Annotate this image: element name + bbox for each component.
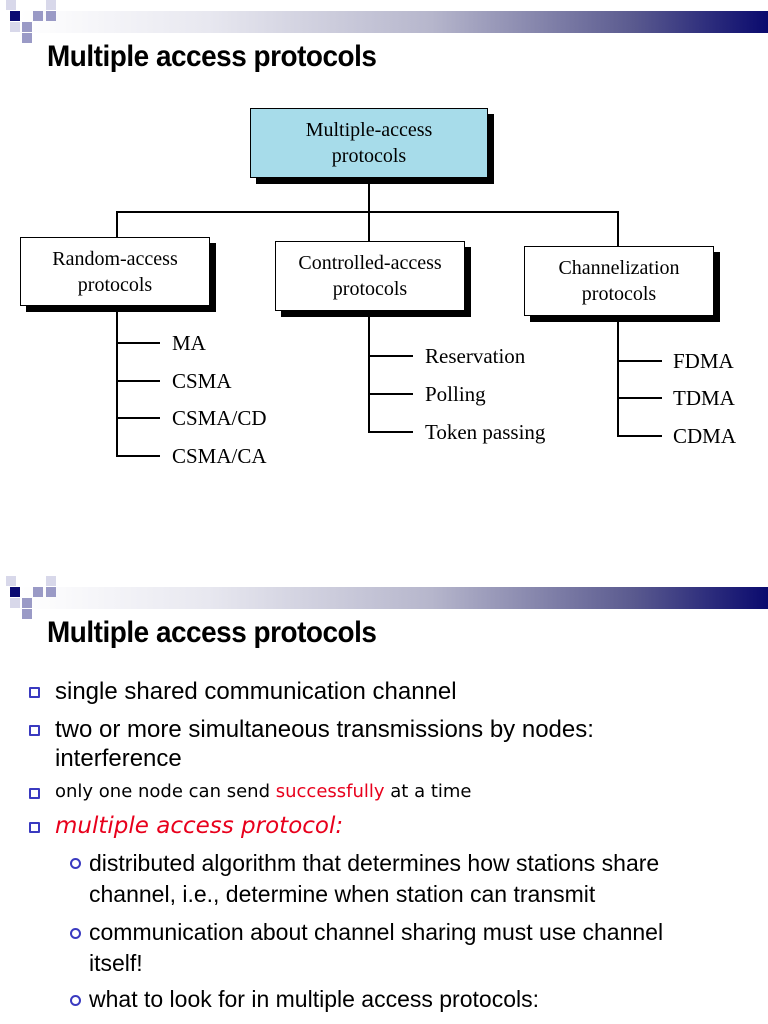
leaf-polling: Polling — [425, 382, 486, 406]
bullet-item: single shared communication channel — [55, 678, 457, 705]
leaf-csma: CSMA — [172, 369, 232, 393]
ring-bullet-icon — [70, 995, 81, 1006]
sub-bullet-line2: channel, i.e., determine when station ca… — [89, 881, 596, 907]
decor-square — [10, 587, 20, 597]
slide-2: Multiple access protocols single shared … — [0, 570, 768, 1024]
slide-title: Multiple access protocols — [47, 40, 377, 73]
node-line2: protocols — [77, 273, 153, 296]
node-line2: protocols — [332, 278, 408, 300]
decor-square — [46, 11, 56, 21]
connector — [368, 355, 413, 357]
decor-square — [10, 22, 20, 32]
bullet-item-line1: two or more simultaneous transmissions b… — [55, 716, 594, 743]
node-line1: Random-access — [52, 247, 178, 270]
random-access-node: Random-access protocols — [20, 237, 210, 306]
decor-square — [22, 22, 32, 32]
connector — [617, 211, 619, 246]
channelization-node: Channelization protocols — [524, 246, 714, 316]
decor-square — [46, 587, 56, 597]
leaf-csma-cd: CSMA/CD — [172, 406, 267, 430]
leaf-tdma: TDMA — [673, 386, 735, 410]
connector — [368, 211, 370, 241]
connector — [368, 316, 370, 433]
connector — [617, 321, 619, 437]
decor-square — [22, 609, 32, 619]
leaf-csma-ca: CSMA/CA — [172, 444, 267, 468]
slide-title: Multiple access protocols — [47, 616, 377, 649]
controlled-access-node: Controlled-access protocols — [275, 241, 465, 311]
decor-square — [33, 587, 43, 597]
leaf-token-passing: Token passing — [425, 420, 546, 444]
decor-square — [46, 576, 56, 586]
decor-square — [22, 33, 32, 43]
leaf-ma: MA — [172, 331, 206, 355]
leaf-fdma: FDMA — [673, 349, 734, 373]
text-segment: at a time — [384, 781, 472, 802]
decor-square — [10, 598, 20, 608]
decor-square — [33, 11, 43, 21]
highlight-successfully: successfully — [275, 781, 385, 802]
decor-square — [22, 598, 32, 608]
slide-1: Multiple access protocols Multiple-acces… — [0, 0, 768, 480]
connector — [116, 455, 160, 457]
root-node-line1: Multiple-access — [305, 119, 433, 141]
ring-bullet-icon — [70, 858, 81, 869]
connector — [116, 211, 619, 213]
connector — [617, 360, 662, 362]
header-gradient-bar — [20, 587, 768, 609]
square-bullet-icon — [29, 725, 40, 736]
square-bullet-icon — [29, 687, 40, 698]
connector — [116, 311, 118, 456]
connector — [368, 184, 370, 212]
leaf-reservation: Reservation — [425, 344, 526, 368]
bullet-item: only one node can send successfully at a… — [55, 777, 472, 807]
connector — [116, 342, 160, 344]
decor-square — [6, 0, 16, 10]
connector — [617, 397, 662, 399]
connector — [368, 393, 413, 395]
node-line2: protocols — [581, 283, 657, 305]
connector — [617, 435, 662, 437]
node-line1: Controlled-access — [298, 252, 442, 274]
bullet-item-protocol-heading: multiple access protocol: — [55, 813, 344, 839]
sub-bullet-line1: communication about channel sharing must… — [89, 919, 664, 945]
sub-bullet-line2: itself! — [89, 950, 143, 976]
square-bullet-icon — [29, 822, 40, 833]
decor-square — [6, 576, 16, 586]
connector — [116, 380, 160, 382]
connector — [116, 417, 160, 419]
square-bullet-icon — [29, 788, 40, 799]
connector — [116, 211, 118, 237]
root-node-line2: protocols — [331, 145, 407, 167]
bullet-item-line2: interference — [55, 745, 182, 772]
header-gradient-bar — [20, 11, 768, 33]
connector — [368, 431, 413, 433]
decor-square — [46, 0, 56, 10]
ring-bullet-icon — [70, 928, 81, 939]
sub-bullet-line1: what to look for in multiple access prot… — [89, 986, 539, 1012]
root-node: Multiple-access protocols — [250, 108, 488, 178]
text-segment: only one node can send — [55, 781, 276, 802]
leaf-cdma: CDMA — [673, 424, 737, 448]
sub-bullet-line1: distributed algorithm that determines ho… — [89, 850, 660, 876]
decor-square — [10, 11, 20, 21]
node-line1: Channelization — [558, 257, 680, 279]
protocol-tree-diagram: Multiple-access protocols Random-access … — [0, 0, 768, 480]
